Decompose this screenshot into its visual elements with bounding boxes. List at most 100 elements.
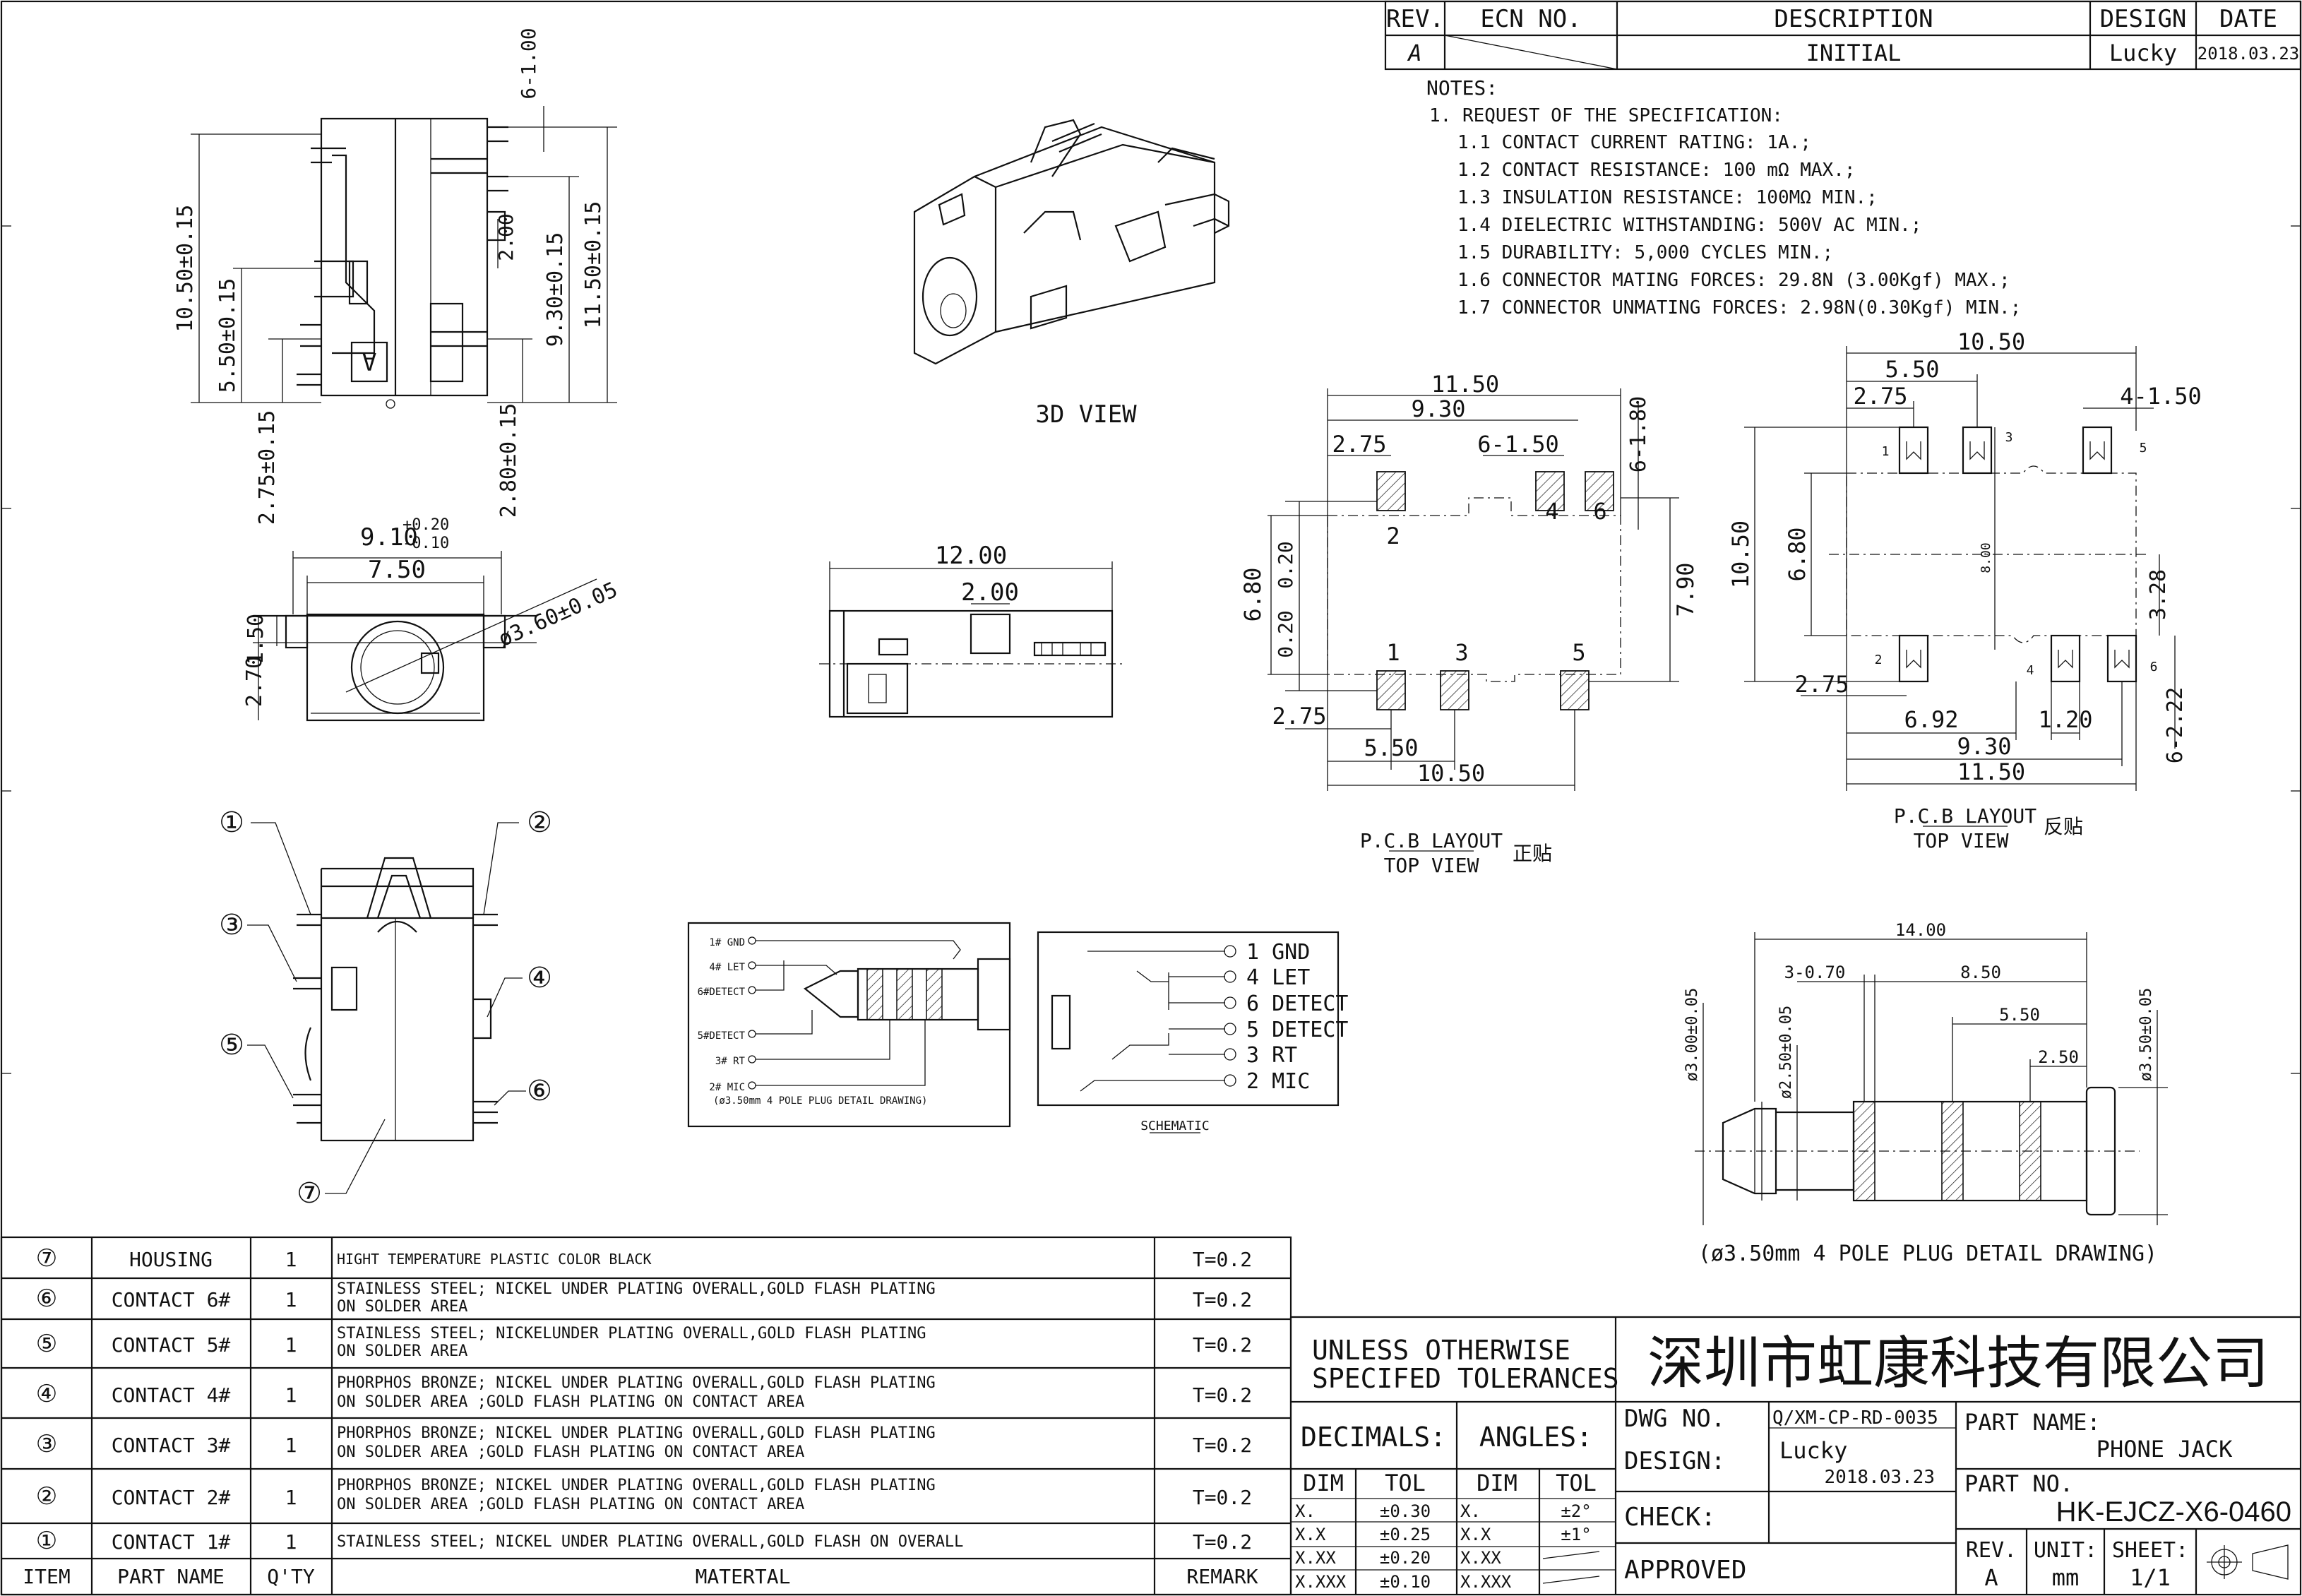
housing-mark: A (362, 347, 376, 375)
unit-value: mm (2052, 1564, 2080, 1591)
dwg-no-value: Q/XM-CP-RD-0035 (1772, 1407, 1938, 1429)
dim-pcbr-w4: 4-1.50 (2120, 383, 2202, 410)
dim-plug-d2: ø2.50±0.05 (1777, 1006, 1795, 1099)
dim-pcbr-h4: 3.28 (2146, 569, 2171, 620)
label-3d-view: 3D VIEW (1035, 400, 1137, 429)
dim-plug-c: 5.50 (1999, 1005, 2040, 1025)
part-no-label: PART NO. (1964, 1470, 2073, 1497)
bom-name-1: CONTACT 1# (112, 1530, 231, 1554)
ecn-header: ECN NO. (1480, 5, 1581, 33)
part-no-value: HK-EJCZ-X6-0460 (2056, 1496, 2291, 1527)
pcb-right-pad-5: 5 (2140, 441, 2147, 455)
bom-remark-3: T=0.2 (1193, 1434, 1252, 1457)
dim-side-top: 6-1.00 (517, 28, 540, 99)
plug-detail: 14.00 3-0.70 8.50 5.50 2.50 ø3.00±0.05 ø… (1683, 920, 2168, 1266)
sheet-value: 1/1 (2130, 1564, 2171, 1591)
bom-remark-6: T=0.2 (1193, 1288, 1252, 1311)
dim-pcbr-b5: 11.50 (1957, 758, 2025, 785)
dim-front-h2: 2.70 (242, 656, 267, 707)
bom-remark-4: T=0.2 (1193, 1383, 1252, 1407)
bom-qty-4: 1 (285, 1383, 297, 1407)
pcb-left-pad-5: 5 (1572, 639, 1585, 666)
bom-table: ⑦ HOUSING 1 HIGHT TEMPERATURE PLASTIC CO… (0, 1236, 1292, 1596)
design-header: DESIGN (2100, 5, 2187, 33)
pcb-left-title: P.C.B LAYOUT (1360, 829, 1503, 852)
dim-btm-w2: 2.00 (961, 578, 1019, 607)
dim-pcbl-w5: 6-1.80 (1626, 396, 1651, 472)
sch-pin-3: 3 RT (1246, 1043, 1297, 1068)
wire-pin-4: 4# LET (709, 962, 745, 973)
bottom-view: 12.00 2.00 (819, 542, 1123, 718)
callout-6: ⑥ (527, 1075, 552, 1107)
bom-mat-4a: PHORPHOS BRONZE; NICKEL UNDER PLATING OV… (337, 1374, 936, 1392)
schematic-label: SCHEMATIC (1140, 1119, 1210, 1133)
bom-name-5: CONTACT 5# (112, 1333, 231, 1357)
dim-front-dia: ø3.60±0.05 (495, 578, 621, 652)
note-1-4: 1.4 DIELECTRIC WITHSTANDING: 500V AC MIN… (1457, 215, 1921, 236)
bom-name-6: CONTACT 6# (112, 1288, 231, 1311)
bom-item-3: ③ (36, 1430, 57, 1458)
pcb-left-pad-1: 1 (1386, 639, 1400, 666)
bom-header-name: PART NAME (117, 1565, 225, 1588)
side-view: A 10.50±0.15 5.50±0.15 2.75±0.15 9.30±0.… (173, 28, 617, 525)
bom-qty-5: 1 (285, 1333, 297, 1357)
dim-side-h2: 5.50±0.15 (215, 278, 240, 393)
dec-tol-2: ±0.25 (1380, 1525, 1431, 1544)
bom-mat-5a: STAINLESS STEEL; NICKELUNDER PLATING OVE… (337, 1325, 926, 1342)
bom-mat-3b: ON SOLDER AREA ;GOLD FLASH PLATING ON CO… (337, 1443, 804, 1461)
design-label: DESIGN: (1624, 1447, 1725, 1475)
pcb-right-pad-4: 4 (2027, 663, 2034, 678)
dim-pcbr-h3: 8.00 (1979, 542, 1993, 573)
sch-pin-6: 6 DETECT (1246, 991, 1349, 1016)
dim-pcbl-h3: 0.20 (1274, 610, 1297, 657)
dim-front-w1-plus: +0.20 (402, 516, 449, 534)
date-header: DATE (2219, 5, 2277, 33)
dim-pcbr-b6: 6-2.22 (2163, 687, 2188, 763)
dim-btm-w1: 12.00 (935, 542, 1007, 570)
bom-mat-7: HIGHT TEMPERATURE PLASTIC COLOR BLACK (337, 1251, 652, 1268)
dim-pcbr-h2: 6.80 (1784, 527, 1811, 581)
dim-pcbr-w1: 10.50 (1957, 328, 2025, 355)
pcb-right-pad-2: 2 (1875, 653, 1883, 667)
dim-plug-a: 3-0.70 (1784, 963, 1846, 982)
company-name: 深圳市虹康科技有限公司 (1647, 1332, 2269, 1395)
dim-pcbr-b3: 1.20 (2038, 706, 2092, 733)
dec-dim-4: X.XXX (1295, 1572, 1347, 1592)
dim-plug-d1: ø3.00±0.05 (1683, 988, 1701, 1081)
note-1-2: 1.2 CONTACT RESISTANCE: 100 mΩ MAX.; (1457, 160, 1856, 181)
zone-ticks (1, 225, 2301, 1074)
notes-block: NOTES: 1. REQUEST OF THE SPECIFICATION: … (1426, 76, 2021, 318)
wire-pin-2: 2# MIC (709, 1082, 745, 1093)
pcb-layout-left: 2 4 6 1 3 5 11.50 9.30 2.75 6-1.50 6-1.8… (1239, 371, 1699, 877)
date-value: 2018.03.23 (2197, 44, 2300, 64)
rev-header: REV. (1386, 5, 1444, 33)
design-value: Lucky (2109, 40, 2177, 66)
pcb-right-topview: TOP VIEW (1914, 829, 2009, 852)
description-header: DESCRIPTION (1774, 5, 1933, 33)
dim-pcbl-b1: 2.75 (1272, 703, 1326, 729)
dec-dim-2: X.X (1295, 1525, 1326, 1544)
dim-front-w1-minus: -0.10 (402, 535, 449, 552)
pcb-right-pad-3: 3 (2005, 430, 2013, 445)
part-name-label: PART NAME: (1964, 1409, 2101, 1436)
pcb-left-cn: 正贴 (1513, 842, 1552, 864)
dim-plug-len: 14.00 (1895, 920, 1946, 940)
dim-pcbr-h1: 10.50 (1727, 520, 1754, 588)
revision-block: REV. ECN NO. DESCRIPTION DESIGN DATE A I… (1384, 0, 2302, 71)
dim-side-h1: 10.50±0.15 (173, 205, 198, 333)
dim-side-mid: 2.00 (494, 213, 518, 261)
dim-pcbl-b3: 10.50 (1417, 760, 1485, 787)
title-block: UNLESS OTHERWISE SPECIFED TOLERANCES 深圳市… (1289, 1316, 2301, 1595)
wire-pin-3: 3# RT (715, 1056, 746, 1067)
dim-pcbr-b4: 9.30 (1957, 733, 2011, 760)
dim-pcbl-w1: 11.50 (1431, 371, 1499, 398)
pcb-right-title: P.C.B LAYOUT (1894, 804, 2036, 828)
part-name-value: PHONE JACK (2097, 1436, 2233, 1463)
bom-name-3: CONTACT 3# (112, 1434, 231, 1457)
angles-label: ANGLES: (1479, 1422, 1592, 1453)
sch-pin-5: 5 DETECT (1246, 1018, 1349, 1042)
bom-mat-6a: STAINLESS STEEL; NICKEL UNDER PLATING OV… (337, 1280, 936, 1298)
rev-label: REV. (1966, 1538, 2017, 1563)
pcb-right-pad-6: 6 (2150, 660, 2158, 674)
